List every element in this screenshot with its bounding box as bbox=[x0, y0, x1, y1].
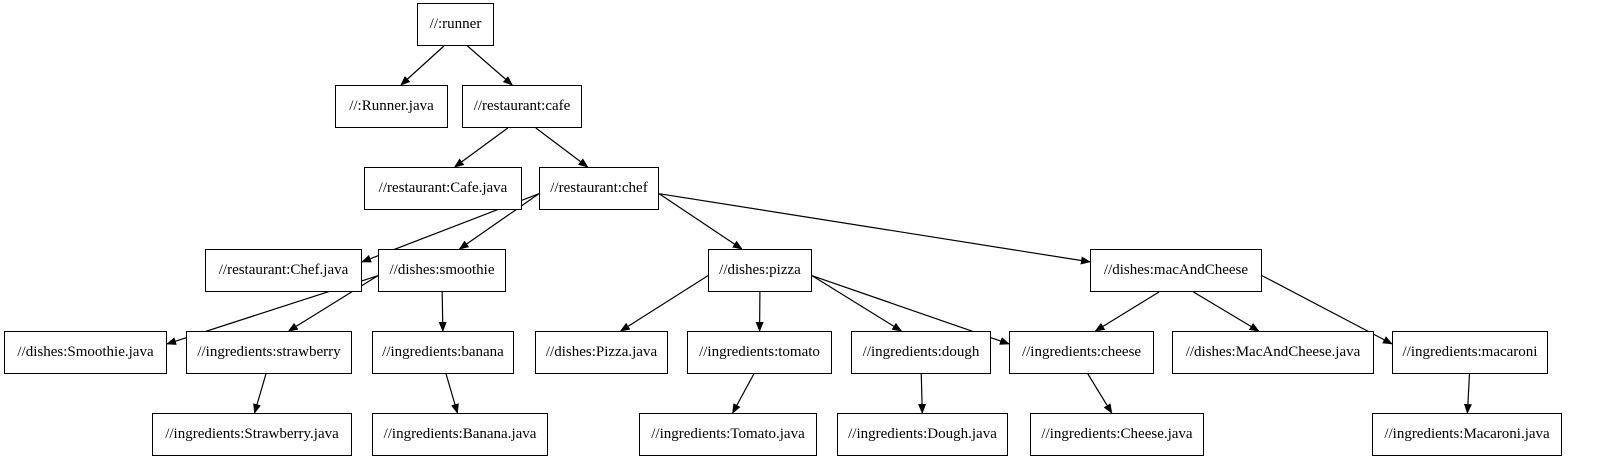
graph-node-dishes_macandcheese_java[interactable]: //dishes:MacAndCheese.java bbox=[1172, 331, 1374, 374]
graph-edge-dishes_pizza-to-dishes_pizza_java bbox=[619, 275, 709, 332]
graph-node-label: //:runner bbox=[429, 16, 482, 32]
graph-node-dishes_pizza[interactable]: //dishes:pizza bbox=[708, 249, 812, 292]
graph-node-label: //ingredients:Cheese.java bbox=[1041, 426, 1193, 442]
graph-node-dishes_smoothie[interactable]: //dishes:smoothie bbox=[378, 249, 506, 292]
graph-edge-ing_tomato-to-ing_tomato_java bbox=[732, 373, 755, 414]
graph-node-label: //dishes:Smoothie.java bbox=[17, 344, 154, 360]
graph-node-label: //restaurant:chef bbox=[550, 180, 648, 196]
graph-node-ing_strawberry[interactable]: //ingredients:strawberry bbox=[186, 331, 352, 374]
graph-node-label: //ingredients:Banana.java bbox=[383, 426, 537, 442]
graph-node-label: //ingredients:Strawberry.java bbox=[165, 426, 339, 442]
graph-node-runner_java[interactable]: //:Runner.java bbox=[335, 85, 448, 128]
graph-node-ing_cheese[interactable]: //ingredients:cheese bbox=[1009, 331, 1154, 374]
graph-node-label: //restaurant:Chef.java bbox=[218, 262, 349, 278]
graph-node-label: //dishes:Pizza.java bbox=[545, 344, 658, 360]
graph-edge-runner-to-restaurant_cafe bbox=[467, 45, 513, 86]
graph-node-ing_macaroni[interactable]: //ingredients:macaroni bbox=[1392, 331, 1548, 374]
graph-node-label: //dishes:pizza bbox=[719, 262, 801, 278]
graph-node-label: //ingredients:tomato bbox=[699, 344, 820, 360]
graph-node-dishes_smoothie_java[interactable]: //dishes:Smoothie.java bbox=[4, 331, 167, 374]
graph-node-ing_tomato_java[interactable]: //ingredients:Tomato.java bbox=[639, 413, 817, 456]
graph-node-label: //:Runner.java bbox=[349, 98, 434, 114]
graph-edge-restaurant_cafe-to-restaurant_cafe_java bbox=[453, 127, 509, 168]
graph-edge-dishes_macandcheese-to-dishes_macandcheese_java bbox=[1193, 291, 1260, 332]
graph-node-label: //dishes:macAndCheese bbox=[1103, 262, 1249, 278]
graph-edge-ing_cheese-to-ing_cheese_java bbox=[1087, 373, 1113, 414]
graph-node-ing_macaroni_java[interactable]: //ingredients:Macaroni.java bbox=[1372, 413, 1562, 456]
graph-node-dishes_pizza_java[interactable]: //dishes:Pizza.java bbox=[535, 331, 668, 374]
graph-node-label: //ingredients:macaroni bbox=[1402, 344, 1538, 360]
graph-edge-ing_strawberry-to-ing_strawberry_java bbox=[253, 373, 267, 414]
graph-node-restaurant_cafe_java[interactable]: //restaurant:Cafe.java bbox=[364, 167, 522, 210]
graph-edge-restaurant_chef-to-dishes_pizza bbox=[658, 193, 743, 250]
graph-node-ing_dough_java[interactable]: //ingredients:Dough.java bbox=[837, 413, 1008, 456]
graph-edge-runner-to-runner_java bbox=[400, 45, 445, 86]
graph-edge-dishes_macandcheese-to-ing_cheese bbox=[1094, 291, 1160, 332]
graph-node-ing_cheese_java[interactable]: //ingredients:Cheese.java bbox=[1030, 413, 1204, 456]
graph-edge-dishes_pizza-to-ing_dough bbox=[811, 275, 903, 332]
graph-edge-ing_banana-to-ing_banana_java bbox=[445, 373, 459, 414]
graph-node-label: //restaurant:cafe bbox=[473, 98, 571, 114]
graph-node-label: //ingredients:Macaroni.java bbox=[1384, 426, 1550, 442]
graph-edge-ing_dough-to-ing_dough_java bbox=[918, 373, 927, 414]
graph-node-label: //ingredients:strawberry bbox=[197, 344, 341, 360]
graph-node-restaurant_chef[interactable]: //restaurant:chef bbox=[539, 167, 659, 210]
graph-node-ing_banana[interactable]: //ingredients:banana bbox=[372, 331, 514, 374]
graph-node-ing_dough[interactable]: //ingredients:dough bbox=[851, 331, 991, 374]
graph-node-label: //ingredients:Tomato.java bbox=[651, 426, 805, 442]
graph-node-label: //ingredients:banana bbox=[382, 344, 504, 360]
graph-node-restaurant_chef_java[interactable]: //restaurant:Chef.java bbox=[205, 249, 362, 292]
graph-node-ing_strawberry_java[interactable]: //ingredients:Strawberry.java bbox=[152, 413, 352, 456]
graph-node-restaurant_cafe[interactable]: //restaurant:cafe bbox=[462, 85, 582, 128]
graph-edge-ing_macaroni-to-ing_macaroni_java bbox=[1463, 373, 1472, 414]
graph-node-ing_banana_java[interactable]: //ingredients:Banana.java bbox=[372, 413, 548, 456]
graph-edge-restaurant_cafe-to-restaurant_chef bbox=[535, 127, 589, 168]
graph-node-dishes_macandcheese[interactable]: //dishes:macAndCheese bbox=[1090, 249, 1262, 292]
graph-node-label: //ingredients:cheese bbox=[1021, 344, 1142, 360]
graph-node-runner[interactable]: //:runner bbox=[417, 3, 494, 46]
graph-edge-dishes_smoothie-to-ing_banana bbox=[438, 291, 447, 332]
graph-node-label: //dishes:MacAndCheese.java bbox=[1185, 344, 1361, 360]
graph-node-label: //restaurant:Cafe.java bbox=[378, 180, 508, 196]
graph-node-label: //dishes:smoothie bbox=[389, 262, 495, 278]
graph-node-label: //ingredients:Dough.java bbox=[848, 426, 997, 442]
graph-node-ing_tomato[interactable]: //ingredients:tomato bbox=[687, 331, 832, 374]
graph-node-label: //ingredients:dough bbox=[862, 344, 980, 360]
